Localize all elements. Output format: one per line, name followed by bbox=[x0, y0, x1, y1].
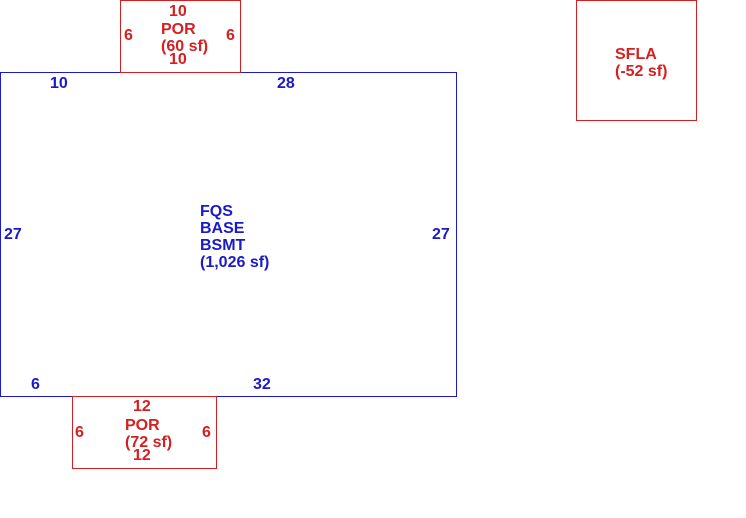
base-dim-left: 27 bbox=[4, 226, 22, 243]
porch-bottom-label: POR bbox=[125, 417, 160, 434]
base-label-base: BASE bbox=[200, 220, 245, 237]
porch-top-outline bbox=[120, 0, 241, 73]
porch-top-area: (60 sf) bbox=[161, 38, 209, 55]
base-dim-right: 27 bbox=[432, 226, 450, 243]
porch-top-label: POR bbox=[161, 21, 196, 38]
porch-top-dim-bottom: 10 bbox=[169, 51, 187, 68]
porch-top-dim-left: 6 bbox=[124, 27, 133, 44]
porch-bottom-area: (72 sf) bbox=[125, 434, 173, 451]
base-area-value: (1,026 sf) bbox=[200, 254, 270, 271]
base-dim-bottom-left: 6 bbox=[31, 376, 40, 393]
base-dim-bottom-right: 32 bbox=[253, 376, 271, 393]
base-label-fqs: FQS bbox=[200, 203, 233, 220]
porch-bottom-outline bbox=[72, 396, 217, 469]
porch-bottom-dim-bottom: 12 bbox=[133, 447, 151, 464]
base-dim-top-right: 28 bbox=[277, 75, 295, 92]
porch-top-dim-right: 6 bbox=[226, 27, 235, 44]
porch-bottom-dim-right: 6 bbox=[202, 424, 211, 441]
sfla-area: (-52 sf) bbox=[615, 63, 668, 80]
porch-bottom-dim-top: 12 bbox=[133, 398, 151, 415]
sfla-outline bbox=[576, 0, 697, 121]
base-label-bsmt: BSMT bbox=[200, 237, 246, 254]
sfla-label: SFLA bbox=[615, 46, 657, 63]
porch-bottom-dim-left: 6 bbox=[75, 424, 84, 441]
base-dim-top-left: 10 bbox=[50, 75, 68, 92]
porch-top-dim-top: 10 bbox=[169, 3, 187, 20]
